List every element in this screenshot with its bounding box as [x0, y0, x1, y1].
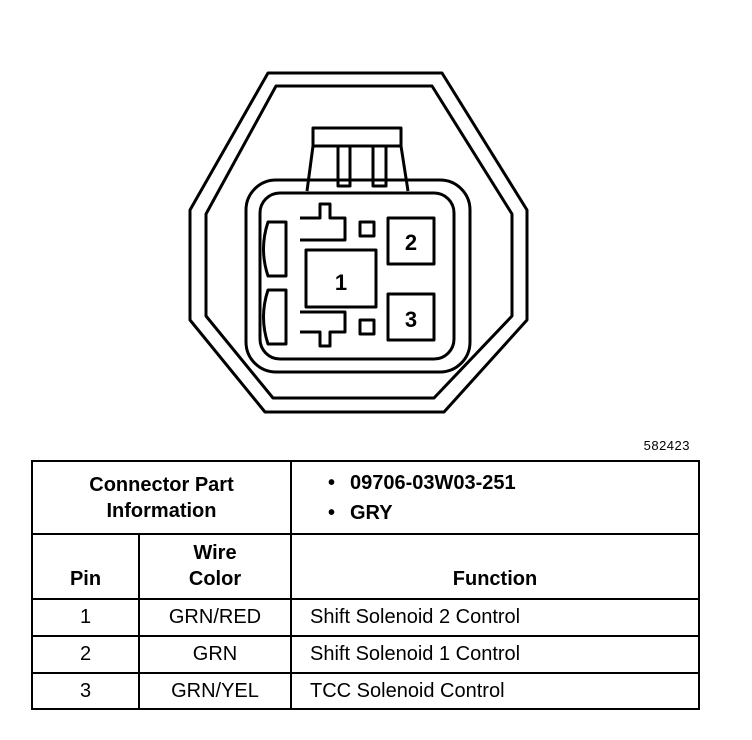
part-info-label-line1: Connector Part	[89, 473, 234, 496]
row-function: TCC Solenoid Control	[290, 672, 700, 710]
table-row: 1 GRN/RED Shift Solenoid 2 Control	[31, 598, 700, 637]
row-wire-color: GRN/YEL	[138, 672, 292, 710]
row-wire-color: GRN	[138, 635, 292, 674]
pin-label-1: 1	[335, 270, 347, 295]
header-pin: Pin	[31, 533, 140, 600]
connector-cavity-frame	[244, 178, 472, 374]
table-row: 3 GRN/YEL TCC Solenoid Control	[31, 672, 700, 710]
header-wire-color-line2: Color	[188, 568, 242, 590]
connector-housing-inner	[204, 84, 514, 400]
header-wire-color: Wire Color	[138, 533, 292, 600]
connector-color: GRY	[328, 498, 698, 528]
connector-housing-outer	[188, 71, 529, 414]
pin-cavity-1	[304, 248, 378, 309]
connector-info-table: Connector Part Information 09706-03W03-2…	[31, 460, 700, 710]
connector-face-diagram: 1 2 3	[188, 71, 529, 414]
row-function: Shift Solenoid 2 Control	[290, 598, 700, 637]
header-wire-color-line1: Wire	[193, 542, 237, 564]
figure-number: 582423	[643, 438, 690, 453]
part-number: 09706-03W03-251	[328, 468, 698, 498]
row-function: Shift Solenoid 1 Control	[290, 635, 700, 674]
row-pin: 3	[31, 672, 140, 710]
row-pin: 1	[31, 598, 140, 637]
part-info-values: 09706-03W03-251 GRY	[290, 460, 700, 535]
pin-cavity-2	[386, 216, 436, 266]
row-pin: 2	[31, 635, 140, 674]
connector-latch	[311, 126, 403, 148]
header-function: Function	[290, 533, 700, 600]
part-info-label: Connector Part Information	[31, 460, 292, 535]
table-row: 2 GRN Shift Solenoid 1 Control	[31, 635, 700, 674]
part-info-label-line2: Information	[106, 499, 217, 522]
pin-cavity-3	[386, 292, 436, 342]
row-wire-color: GRN/RED	[138, 598, 292, 637]
pin-label-2: 2	[405, 230, 417, 255]
pin-label-3: 3	[405, 307, 417, 332]
